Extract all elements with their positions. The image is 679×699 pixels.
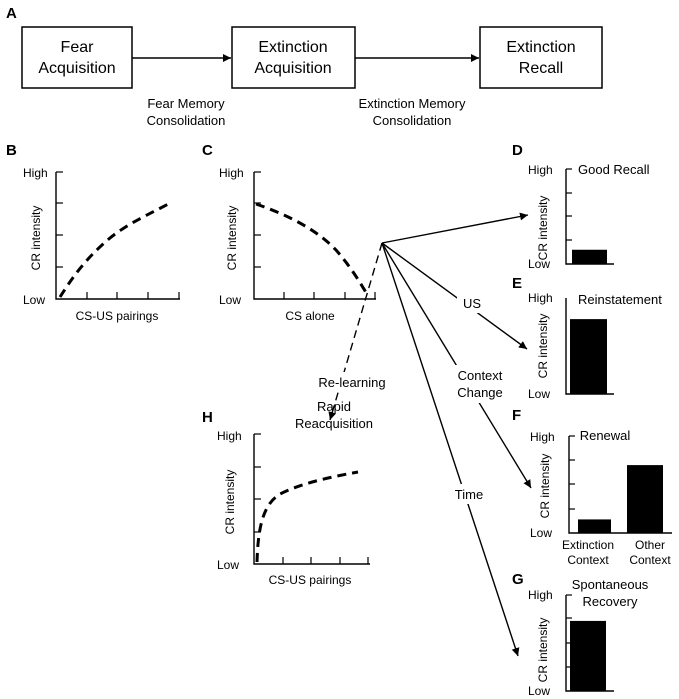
extinction-consolidation-line2: Consolidation xyxy=(373,113,452,128)
panel-f-ylabel: CR intensity xyxy=(538,454,552,519)
panel-e-ylabel: CR intensity xyxy=(536,314,550,379)
panel-h-high: High xyxy=(217,429,242,443)
panel-g-high: High xyxy=(528,588,553,602)
panel-d-bar xyxy=(572,249,607,264)
extinction-recall-box xyxy=(479,26,603,89)
fear-acquisition-box xyxy=(21,26,133,89)
branch-context-line2: Change xyxy=(457,385,503,400)
panel-letter-d: D xyxy=(512,142,523,159)
panel-g-title-line2: Recovery xyxy=(583,594,638,609)
panel-f-cat1-line1: Extinction xyxy=(562,538,614,552)
panel-d-high: High xyxy=(528,163,553,177)
relearning-label-bg xyxy=(312,372,392,392)
panel-f-bar-extinction-context xyxy=(578,519,611,533)
us-label-bg xyxy=(457,293,487,313)
panel-b-low: Low xyxy=(23,293,45,307)
panel-b-xlabel: CS-US pairings xyxy=(76,309,159,323)
time-label-bg xyxy=(450,484,488,504)
panel-h-title-line2: Reacquisition xyxy=(295,416,373,431)
fear-consolidation-line1: Fear Memory xyxy=(147,96,225,111)
panel-f-low: Low xyxy=(530,526,552,540)
extinction-acquisition-line2: Acquisition xyxy=(254,60,331,77)
panel-b-axes xyxy=(55,172,180,300)
panel-letter-b: B xyxy=(6,142,17,159)
branch-us-label: US xyxy=(463,296,481,311)
panel-h-reacquisition-curve xyxy=(255,470,359,563)
branch-time-label: Time xyxy=(455,487,483,502)
panel-letter-a: A xyxy=(6,5,17,22)
panel-b-ylabel: CR intensity xyxy=(29,206,43,271)
panel-e-high: High xyxy=(528,291,553,305)
fear-consolidation-line2: Consolidation xyxy=(147,113,226,128)
extinction-consolidation-line1: Extinction Memory xyxy=(359,96,466,111)
panel-letter-g: G xyxy=(512,571,524,588)
panel-h-ylabel: CR intensity xyxy=(223,470,237,535)
panel-e-low: Low xyxy=(528,387,550,401)
panel-c-low: Low xyxy=(219,293,241,307)
arrow-us-to-reinstatement xyxy=(381,242,528,350)
panel-letter-h: H xyxy=(202,409,213,426)
panel-b-high: High xyxy=(23,166,48,180)
panel-h-xlabel: CS-US pairings xyxy=(269,573,352,587)
panel-h-ticks xyxy=(254,433,369,564)
panel-g-ylabel: CR intensity xyxy=(536,618,550,683)
extinction-acquisition-line1: Extinction xyxy=(258,39,327,56)
panel-d-low: Low xyxy=(528,257,550,271)
panel-g-bar xyxy=(570,620,606,691)
panel-h-title-line1: Rapid xyxy=(317,399,351,414)
panel-d-ticks xyxy=(566,168,572,241)
panel-f-cat2-line1: Other xyxy=(635,538,665,552)
extinction-recall-line1: Extinction xyxy=(506,39,575,56)
panel-f-cat2-line2: Context xyxy=(629,553,671,567)
panel-c-axes xyxy=(253,172,376,300)
extinction-recall-line2: Recall xyxy=(519,60,563,77)
panel-c-extinction-curve xyxy=(255,202,370,297)
panel-e-title: Reinstatement xyxy=(578,292,662,307)
branch-relearning-label: Re-learning xyxy=(318,375,385,390)
panel-e-bar xyxy=(570,319,607,394)
panel-h-low: Low xyxy=(217,558,239,572)
panel-g-title-line1: Spontaneous xyxy=(572,577,649,592)
panel-f-ticks xyxy=(569,435,575,510)
panel-h-axes xyxy=(253,434,370,565)
panel-f-bar-other-context xyxy=(627,465,663,533)
panel-letter-f: F xyxy=(512,407,521,424)
fear-acquisition-line1: Fear xyxy=(61,39,95,56)
panel-c-xlabel: CS alone xyxy=(285,309,335,323)
arrow-to-good-recall xyxy=(381,212,529,244)
panel-f-title: Renewal xyxy=(580,428,631,443)
panel-c-ylabel: CR intensity xyxy=(225,206,239,271)
panel-letter-c: C xyxy=(202,142,213,159)
extinction-acquisition-box xyxy=(231,26,356,89)
panel-b-acquisition-curve xyxy=(58,200,173,298)
panel-letter-e: E xyxy=(512,275,522,292)
arrow-relearning-dashed xyxy=(328,242,383,421)
context-label-bg xyxy=(450,365,510,403)
panel-g-low: Low xyxy=(528,684,550,698)
panel-f-high: High xyxy=(530,430,555,444)
arrow-time-to-spontaneous-recovery xyxy=(381,242,520,657)
panel-c-high: High xyxy=(219,166,244,180)
panel-d-ylabel: CR intensity xyxy=(536,196,550,261)
branch-context-line1: Context xyxy=(458,368,503,383)
panel-b-ticks xyxy=(56,171,180,299)
panel-f-cat1-line2: Context xyxy=(567,553,609,567)
panel-d-title: Good Recall xyxy=(578,162,650,177)
panel-c-ticks xyxy=(254,171,376,299)
fear-acquisition-line2: Acquisition xyxy=(38,60,115,77)
